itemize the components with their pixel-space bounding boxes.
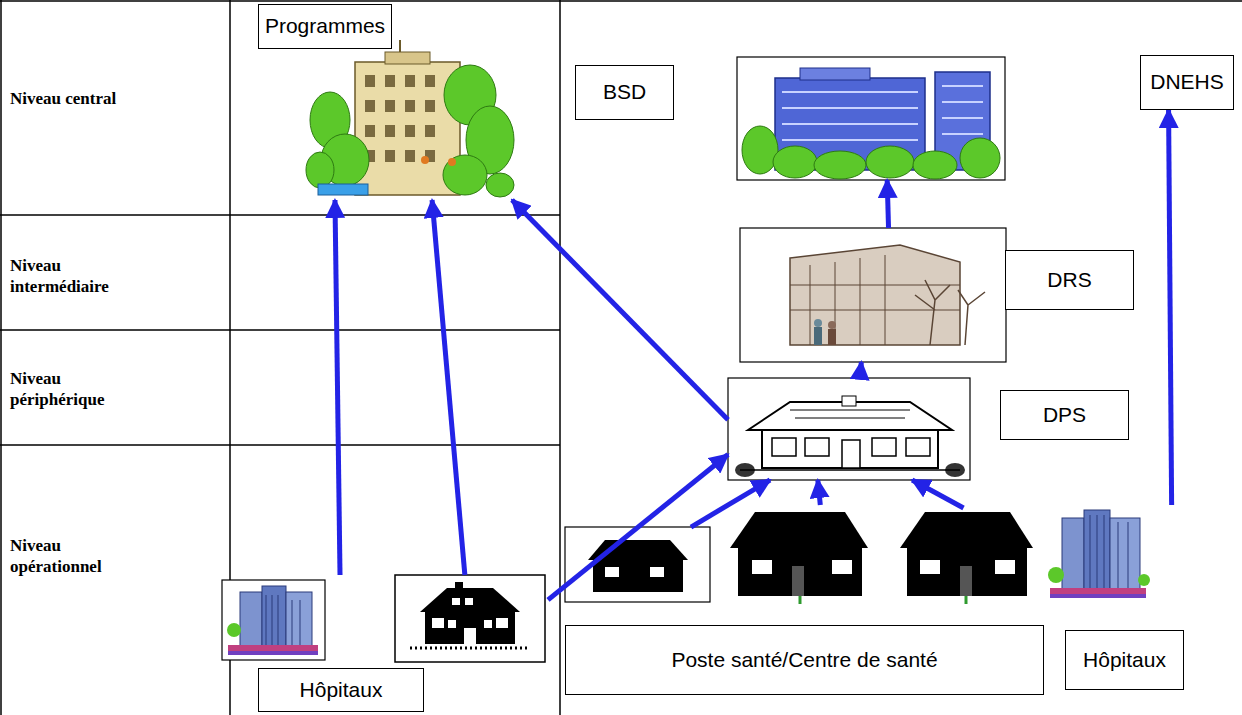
level-label: Niveau central [10,88,220,109]
node-label: BSD [575,65,674,120]
flow-arrow [887,180,888,228]
provincial-box: DPS [728,378,1140,480]
node-label: Hôpitaux [258,668,424,712]
level-label: Niveau périphérique [10,368,140,411]
flow-arrow [432,200,465,575]
ministry-building [737,57,1005,180]
flow-arrow [818,480,820,505]
hospital-group: Hôpitaux [222,575,548,713]
node-label: Programmes [258,4,392,49]
health-post-group: Poste santé/Centre de santé [565,505,1044,695]
node-label: DRS [1005,250,1134,310]
flow-arrow [548,455,728,600]
hospital-icon [222,580,325,660]
level-label: Niveau intermédiaire [10,255,140,298]
hospital-group: Hôpitaux [1045,505,1184,690]
level-label: Niveau opérationnel [10,535,140,578]
node-label: Hôpitaux [1065,630,1184,690]
flow-arrow [912,480,963,508]
clinic-house [395,575,545,662]
flow-arrow [860,362,862,378]
hospital-icon [1048,510,1150,598]
flow-arrow [691,480,770,527]
regional-box: DRS [740,228,1134,362]
flow-arrow [335,200,340,575]
health-post-icons [565,512,1033,604]
flow-arrow [1169,110,1172,505]
node-label: DPS [1000,390,1129,440]
flow-arrow [512,200,728,420]
node-label: DNEHS [1140,55,1234,110]
provincial-house [728,378,970,480]
node-label: Poste santé/Centre de santé [565,625,1044,695]
program-box: Programmes [258,2,530,200]
ministry-box: BSD [565,55,1010,180]
regional-building [740,228,1006,362]
programmes-building [306,40,514,197]
directorate-box: DNEHS [1140,55,1234,110]
